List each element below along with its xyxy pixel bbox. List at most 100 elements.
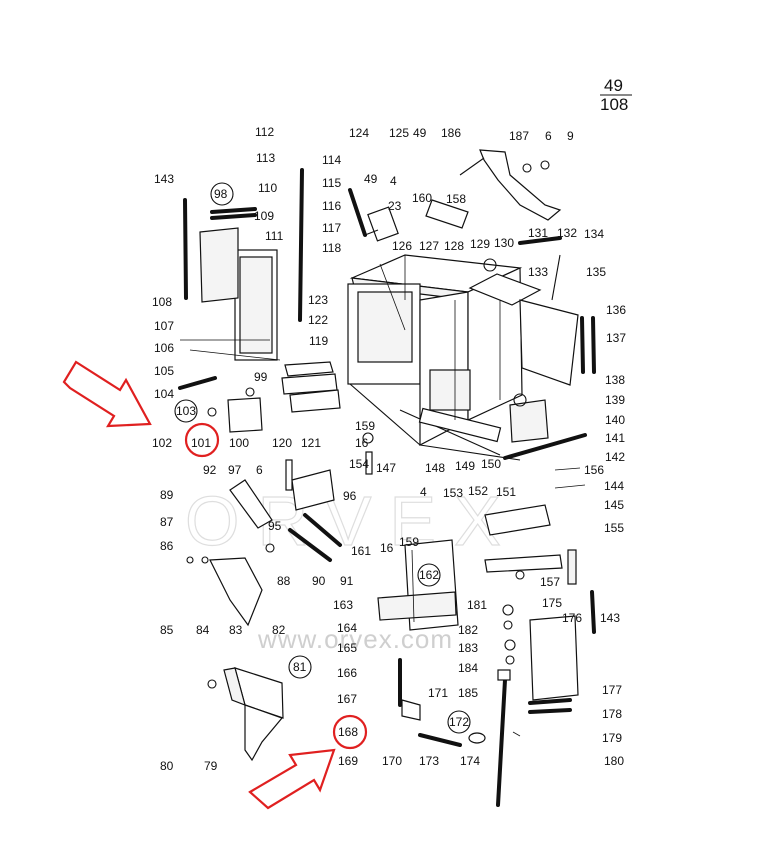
callout-49: 49	[413, 126, 427, 140]
callout-135: 135	[586, 265, 606, 279]
callout-128: 128	[444, 239, 464, 253]
callout-114: 114	[322, 153, 341, 167]
callout-143: 143	[154, 172, 174, 186]
callout-187: 187	[509, 129, 529, 143]
callout-80: 80	[160, 759, 174, 773]
callout-161: 161	[351, 544, 371, 558]
callout-186: 186	[441, 126, 461, 140]
callout-159: 159	[355, 419, 375, 433]
callout-175: 175	[542, 596, 562, 610]
callout-182: 182	[458, 623, 478, 637]
callout-173: 173	[419, 754, 439, 768]
cab-drawing	[178, 149, 596, 807]
callout-153: 153	[443, 486, 463, 500]
callout-148: 148	[425, 461, 445, 475]
callout-110: 110	[258, 181, 277, 195]
callout-185: 185	[458, 686, 478, 700]
callout-167: 167	[337, 692, 357, 706]
callout-6: 6	[545, 129, 552, 143]
callout-120: 120	[272, 436, 292, 450]
callout-99: 99	[254, 370, 268, 384]
callout-129: 129	[470, 237, 490, 251]
callout-116: 116	[322, 199, 341, 213]
callout-113: 113	[256, 151, 275, 165]
callout-168: 168	[338, 725, 358, 739]
callout-87: 87	[160, 515, 174, 529]
callout-119: 119	[309, 334, 328, 348]
callout-106: 106	[154, 341, 174, 355]
callout-137: 137	[606, 331, 626, 345]
callout-154: 154	[349, 457, 369, 471]
callout-155: 155	[604, 521, 624, 535]
callout-166: 166	[337, 666, 357, 680]
callout-150: 150	[481, 457, 501, 471]
callout-124: 124	[349, 126, 369, 140]
callout-97: 97	[228, 463, 242, 477]
callout-145: 145	[604, 498, 624, 512]
page-number-top: 49	[604, 76, 623, 95]
highlight-marks	[62, 360, 368, 810]
callout-170: 170	[382, 754, 402, 768]
callout-102: 102	[152, 436, 172, 450]
callout-4: 4	[390, 174, 397, 188]
group-label: 81	[293, 660, 307, 674]
callout-122: 122	[308, 313, 328, 327]
callout-181: 181	[467, 598, 487, 612]
group-label: 172	[449, 715, 469, 729]
callout-147: 147	[376, 461, 396, 475]
callout-131: 131	[528, 226, 548, 240]
callout-16: 16	[380, 541, 394, 555]
callout-144: 144	[604, 479, 624, 493]
callout-138: 138	[605, 373, 625, 387]
callout-108: 108	[152, 295, 172, 309]
callout-104: 104	[154, 387, 174, 401]
callout-127: 127	[419, 239, 439, 253]
callout-96: 96	[343, 489, 357, 503]
callout-88: 88	[277, 574, 291, 588]
highlight-arrow-upper	[62, 360, 152, 428]
callout-139: 139	[605, 393, 625, 407]
callout-132: 132	[557, 226, 577, 240]
callout-177: 177	[602, 683, 622, 697]
callout-126: 126	[392, 239, 412, 253]
group-label: 162	[419, 568, 439, 582]
callout-112: 112	[255, 125, 274, 139]
highlight-circle-168	[332, 714, 368, 750]
callout-169: 169	[338, 754, 358, 768]
callout-111: 111	[265, 229, 284, 243]
callout-143: 143	[600, 611, 620, 625]
callout-49: 49	[364, 172, 378, 186]
callout-83: 83	[229, 623, 243, 637]
callout-101: 101	[191, 436, 211, 450]
callout-117: 117	[322, 221, 341, 235]
callout-23: 23	[388, 199, 402, 213]
callout-164: 164	[337, 621, 357, 635]
callout-121: 121	[301, 436, 321, 450]
callout-178: 178	[602, 707, 622, 721]
callout-158: 158	[446, 192, 466, 206]
callout-82: 82	[272, 623, 286, 637]
page-number: 49 108	[600, 76, 632, 114]
callout-141: 141	[605, 431, 625, 445]
callout-107: 107	[154, 319, 174, 333]
callout-151: 151	[496, 485, 516, 499]
callout-89: 89	[160, 488, 174, 502]
callout-90: 90	[312, 574, 326, 588]
callout-109: 109	[254, 209, 274, 223]
callout-160: 160	[412, 191, 432, 205]
callout-115: 115	[322, 176, 341, 190]
callout-92: 92	[203, 463, 217, 477]
page-number-bottom: 108	[600, 95, 628, 114]
callout-163: 163	[333, 598, 353, 612]
callout-118: 118	[322, 241, 341, 255]
callout-95: 95	[268, 519, 282, 533]
callout-180: 180	[604, 754, 624, 768]
callout-125: 125	[389, 126, 409, 140]
group-label: 103	[176, 404, 196, 418]
callout-123: 123	[308, 293, 328, 307]
callout-140: 140	[605, 413, 625, 427]
callout-9: 9	[567, 129, 574, 143]
callout-142: 142	[605, 450, 625, 464]
